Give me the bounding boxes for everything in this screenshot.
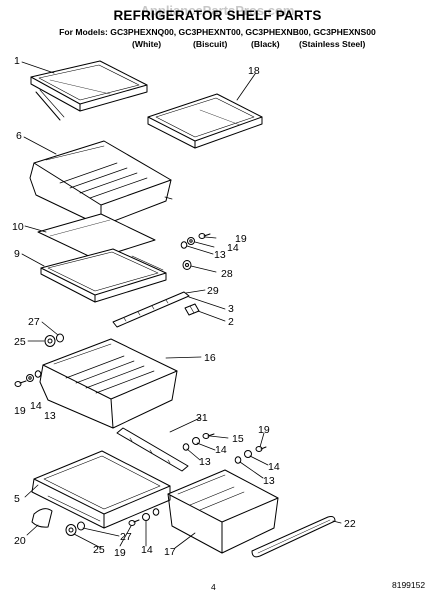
callout-27-a: 27 [28,316,40,328]
callout-5: 5 [14,493,20,505]
callout-9: 9 [14,248,20,260]
part-17-deli-drawer [167,469,279,554]
variant-stainless-steel: (Stainless Steel) [299,39,366,49]
callout-10: 10 [12,221,24,233]
part-2-clip [184,303,200,316]
callout-16: 16 [204,352,216,364]
hardware-lower-bumper [65,521,85,536]
part-31-rail [116,427,189,472]
document-number: 8199152 [392,580,426,590]
callout-14-d: 14 [268,461,280,473]
part-16-crisper-drawer [39,338,178,429]
callout-15: 15 [232,433,244,445]
callout-13-d: 13 [263,475,275,487]
callout-2: 2 [228,316,234,328]
part-20-end-cap [31,508,53,528]
callout-19-d: 19 [114,547,126,559]
callout-18: 18 [248,65,260,77]
hardware-left-bumper [44,333,64,347]
page-number: 4 [211,582,216,592]
models-line: For Models: GC3PHEXNQ00, GC3PHEXNT00, GC… [59,27,376,37]
callout-29: 29 [207,285,219,297]
watermark: AppliancePartsPros.com [140,3,295,18]
callout-1: 1 [14,55,20,67]
variant-white: (White) [132,39,162,49]
part-1-glass-shelf [30,60,148,121]
callout-31: 31 [196,412,208,424]
callout-14-a: 14 [227,242,239,254]
callout-14-e: 14 [141,544,153,556]
callout-13-c: 13 [199,456,211,468]
callout-14-b: 14 [30,400,42,412]
callout-20: 20 [14,535,26,547]
variant-black: (Black) [251,39,280,49]
hardware-upper-right [180,233,211,270]
callout-3: 3 [228,303,234,315]
hardware-right-middle [182,433,267,464]
part-10-glass-insert [37,213,156,260]
variant-biscuit: (Biscuit) [193,39,228,49]
callout-22: 22 [344,518,356,530]
leader-lines [21,61,342,549]
hardware-bottom-middle [128,508,160,526]
part-9-cover-frame [40,248,167,303]
callout-14-c: 14 [215,444,227,456]
callout-numbers: 1 18 6 10 9 19 14 13 28 29 3 2 27 25 16 … [12,55,356,559]
callout-17: 17 [164,546,176,558]
callout-6: 6 [16,130,22,142]
callout-25-b: 25 [93,544,105,556]
page-title: REFRIGERATOR SHELF PARTS [113,8,322,23]
hardware-left-middle [14,370,42,387]
part-22-front-trim [251,516,336,558]
callout-27-b: 27 [120,531,132,543]
callout-19-b: 19 [14,405,26,417]
callout-19-c: 19 [258,424,270,436]
part-6-crisper-drawer [29,140,173,227]
callout-28: 28 [221,268,233,280]
callout-19-a: 19 [235,233,247,245]
part-18-glass-shelf [147,93,263,149]
callout-13-a: 13 [214,249,226,261]
callout-25-a: 25 [14,336,26,348]
part-3-slide-rail [112,291,190,328]
callout-13-b: 13 [44,410,56,422]
